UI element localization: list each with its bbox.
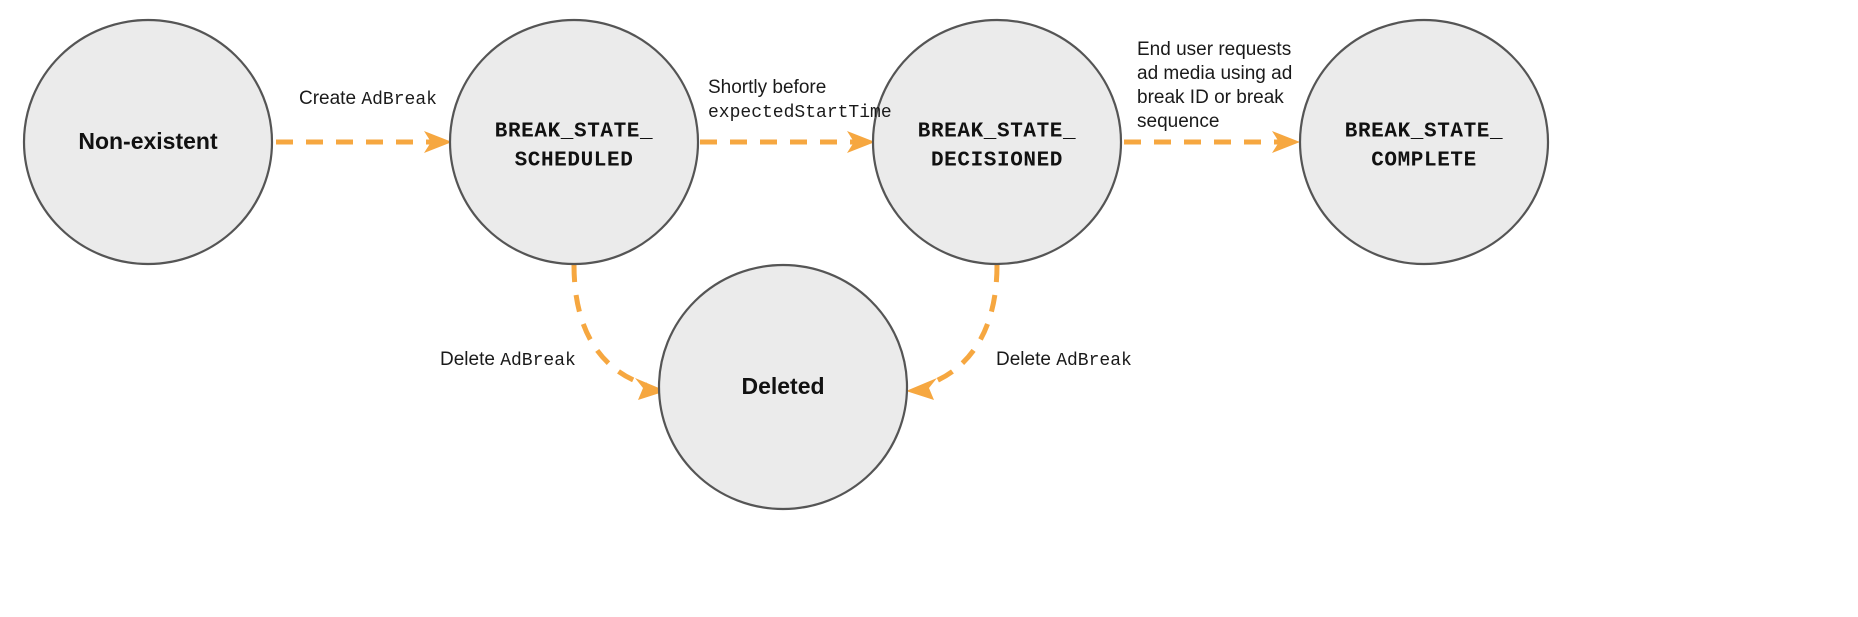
state-node-break-state-scheduled-label-line2: SCHEDULED	[515, 150, 634, 173]
edge-layer	[276, 131, 1300, 400]
edge-shortly-before-arrowhead	[847, 131, 875, 153]
edge-label-shortly-before-line1: Shortly before	[708, 77, 826, 98]
state-node-break-state-decisioned-label-line2: DECISIONED	[931, 150, 1063, 173]
state-node-break-state-complete-label-line1: BREAK_STATE_	[1345, 121, 1503, 144]
edge-shortly-before[interactable]	[700, 131, 875, 153]
edge-label-create-adbreak-run-0: Create	[299, 88, 361, 109]
state-node-break-state-decisioned-shape	[871, 18, 1123, 266]
state-node-break-state-decisioned[interactable]: BREAK_STATE_ DECISIONED	[871, 18, 1123, 266]
state-node-break-state-scheduled-label-line1: BREAK_STATE_	[495, 121, 653, 144]
edge-label-layer: Create AdBreak Shortly before expectedSt…	[299, 39, 1292, 371]
state-node-non-existent-label: Non-existent	[78, 128, 218, 154]
edge-label-delete-from-decisioned-run-0: Delete	[996, 349, 1056, 370]
state-node-break-state-complete-label-line2: COMPLETE	[1371, 150, 1477, 173]
node-layer: Non-existent BREAK_STATE_ SCHEDULED BREA…	[22, 18, 1550, 511]
edge-label-delete-from-decisioned: Delete AdBreak	[996, 349, 1132, 371]
edge-label-delete-from-scheduled-run-0: Delete	[440, 349, 500, 370]
edge-label-delete-from-decisioned-run-1: AdBreak	[1056, 351, 1132, 371]
state-node-break-state-complete-shape	[1298, 18, 1550, 266]
state-node-break-state-scheduled[interactable]: BREAK_STATE_ SCHEDULED	[448, 18, 700, 266]
edge-label-expected-start-time-line2: expectedStartTime	[708, 103, 892, 123]
edge-delete-from-scheduled-arrowhead	[635, 378, 666, 400]
edge-label-delete-from-scheduled: Delete AdBreak	[440, 349, 576, 371]
edge-delete-from-scheduled[interactable]	[571, 264, 666, 400]
state-node-non-existent-shape	[22, 18, 274, 266]
edge-end-user-requests-arrowhead	[1272, 131, 1300, 153]
state-node-deleted-label: Deleted	[741, 373, 824, 399]
state-node-non-existent[interactable]: Non-existent	[22, 18, 274, 266]
edge-delete-from-scheduled-path	[571, 264, 647, 388]
state-node-break-state-decisioned-label-line1: BREAK_STATE_	[918, 121, 1076, 144]
edge-label-create-adbreak-run-1: AdBreak	[361, 90, 437, 110]
state-node-break-state-complete[interactable]: BREAK_STATE_ COMPLETE	[1298, 18, 1550, 266]
edge-delete-from-decisioned[interactable]	[906, 264, 1000, 400]
edge-label-create-adbreak: Create AdBreak	[299, 88, 437, 110]
edge-label-end-user-requests-line4: sequence	[1137, 111, 1219, 132]
edge-delete-from-decisioned-path	[925, 264, 1000, 388]
edge-label-end-user-requests-line3: break ID or break	[1137, 87, 1284, 108]
state-node-deleted[interactable]: Deleted	[657, 263, 909, 511]
edge-create-adbreak[interactable]	[276, 131, 452, 153]
state-node-break-state-scheduled-shape	[448, 18, 700, 266]
edge-create-adbreak-arrowhead	[424, 131, 452, 153]
edge-end-user-requests[interactable]	[1124, 131, 1300, 153]
edge-label-end-user-requests-line1: End user requests	[1137, 39, 1291, 60]
state-node-deleted-shape	[657, 263, 909, 511]
edge-delete-from-decisioned-arrowhead	[906, 378, 937, 400]
edge-label-delete-from-scheduled-run-1: AdBreak	[500, 351, 576, 371]
edge-label-end-user-requests-line2: ad media using ad	[1137, 63, 1292, 84]
